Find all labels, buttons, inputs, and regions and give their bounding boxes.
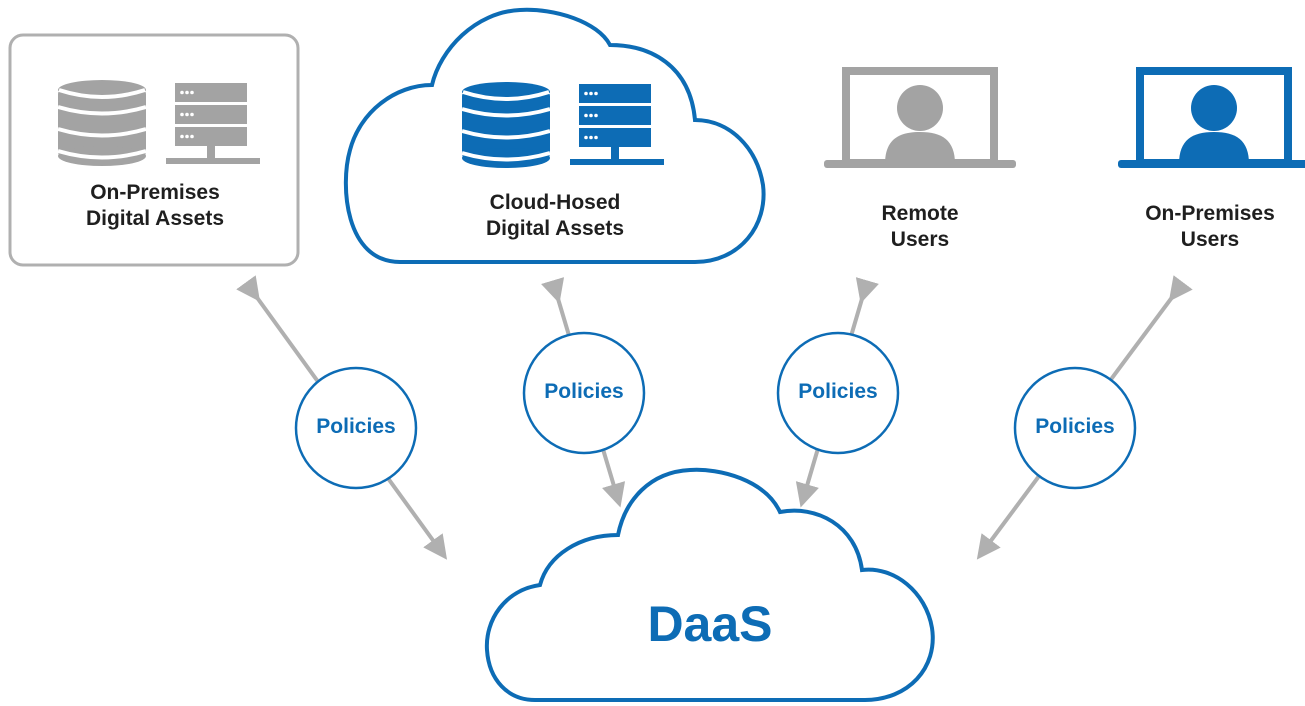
- daas-label: DaaS: [647, 596, 773, 652]
- onprem-users-label: On-Premises Users: [1110, 201, 1305, 253]
- policy-label-2: Policies: [544, 380, 624, 403]
- onprem-assets-label: On-Premises Digital Assets: [40, 180, 270, 232]
- user-icon-blue: [1179, 85, 1249, 164]
- laptop-icon-blue: [1118, 67, 1305, 168]
- onprem-assets-line1: On-Premises: [90, 181, 220, 204]
- policy-circle-4: [1013, 366, 1137, 490]
- remote-users-line1: Remote: [881, 202, 959, 225]
- remote-users-line2: Users: [890, 228, 950, 251]
- cloud-hosted-shape: [343, 7, 766, 264]
- server-icon-blue: [570, 84, 664, 165]
- database-icon-blue: [461, 82, 551, 168]
- policy-circles: [294, 331, 1137, 490]
- policy-circle-2: [522, 331, 646, 455]
- laptop-icon: [824, 67, 1016, 168]
- cloud-assets-label: Cloud-Hosed Digital Assets: [440, 190, 670, 242]
- policy-circle-3: [776, 331, 900, 455]
- daas-cloud-shape: [484, 467, 935, 702]
- onprem-assets-line2: Digital Assets: [85, 207, 225, 230]
- policy-label-3: Policies: [798, 380, 878, 403]
- user-icon: [885, 85, 955, 164]
- policy-label-4: Policies: [1035, 415, 1115, 438]
- policy-circle-1: [294, 366, 418, 490]
- onprem-users-line2: Users: [1180, 228, 1240, 251]
- cloud-assets-line1: Cloud-Hosed: [489, 191, 621, 214]
- remote-users-label: Remote Users: [820, 201, 1020, 253]
- onprem-users-line1: On-Premises: [1145, 202, 1275, 225]
- database-icon: [57, 80, 147, 166]
- server-icon: [166, 83, 260, 164]
- policy-label-1: Policies: [316, 415, 396, 438]
- cloud-assets-line2: Digital Assets: [485, 217, 625, 240]
